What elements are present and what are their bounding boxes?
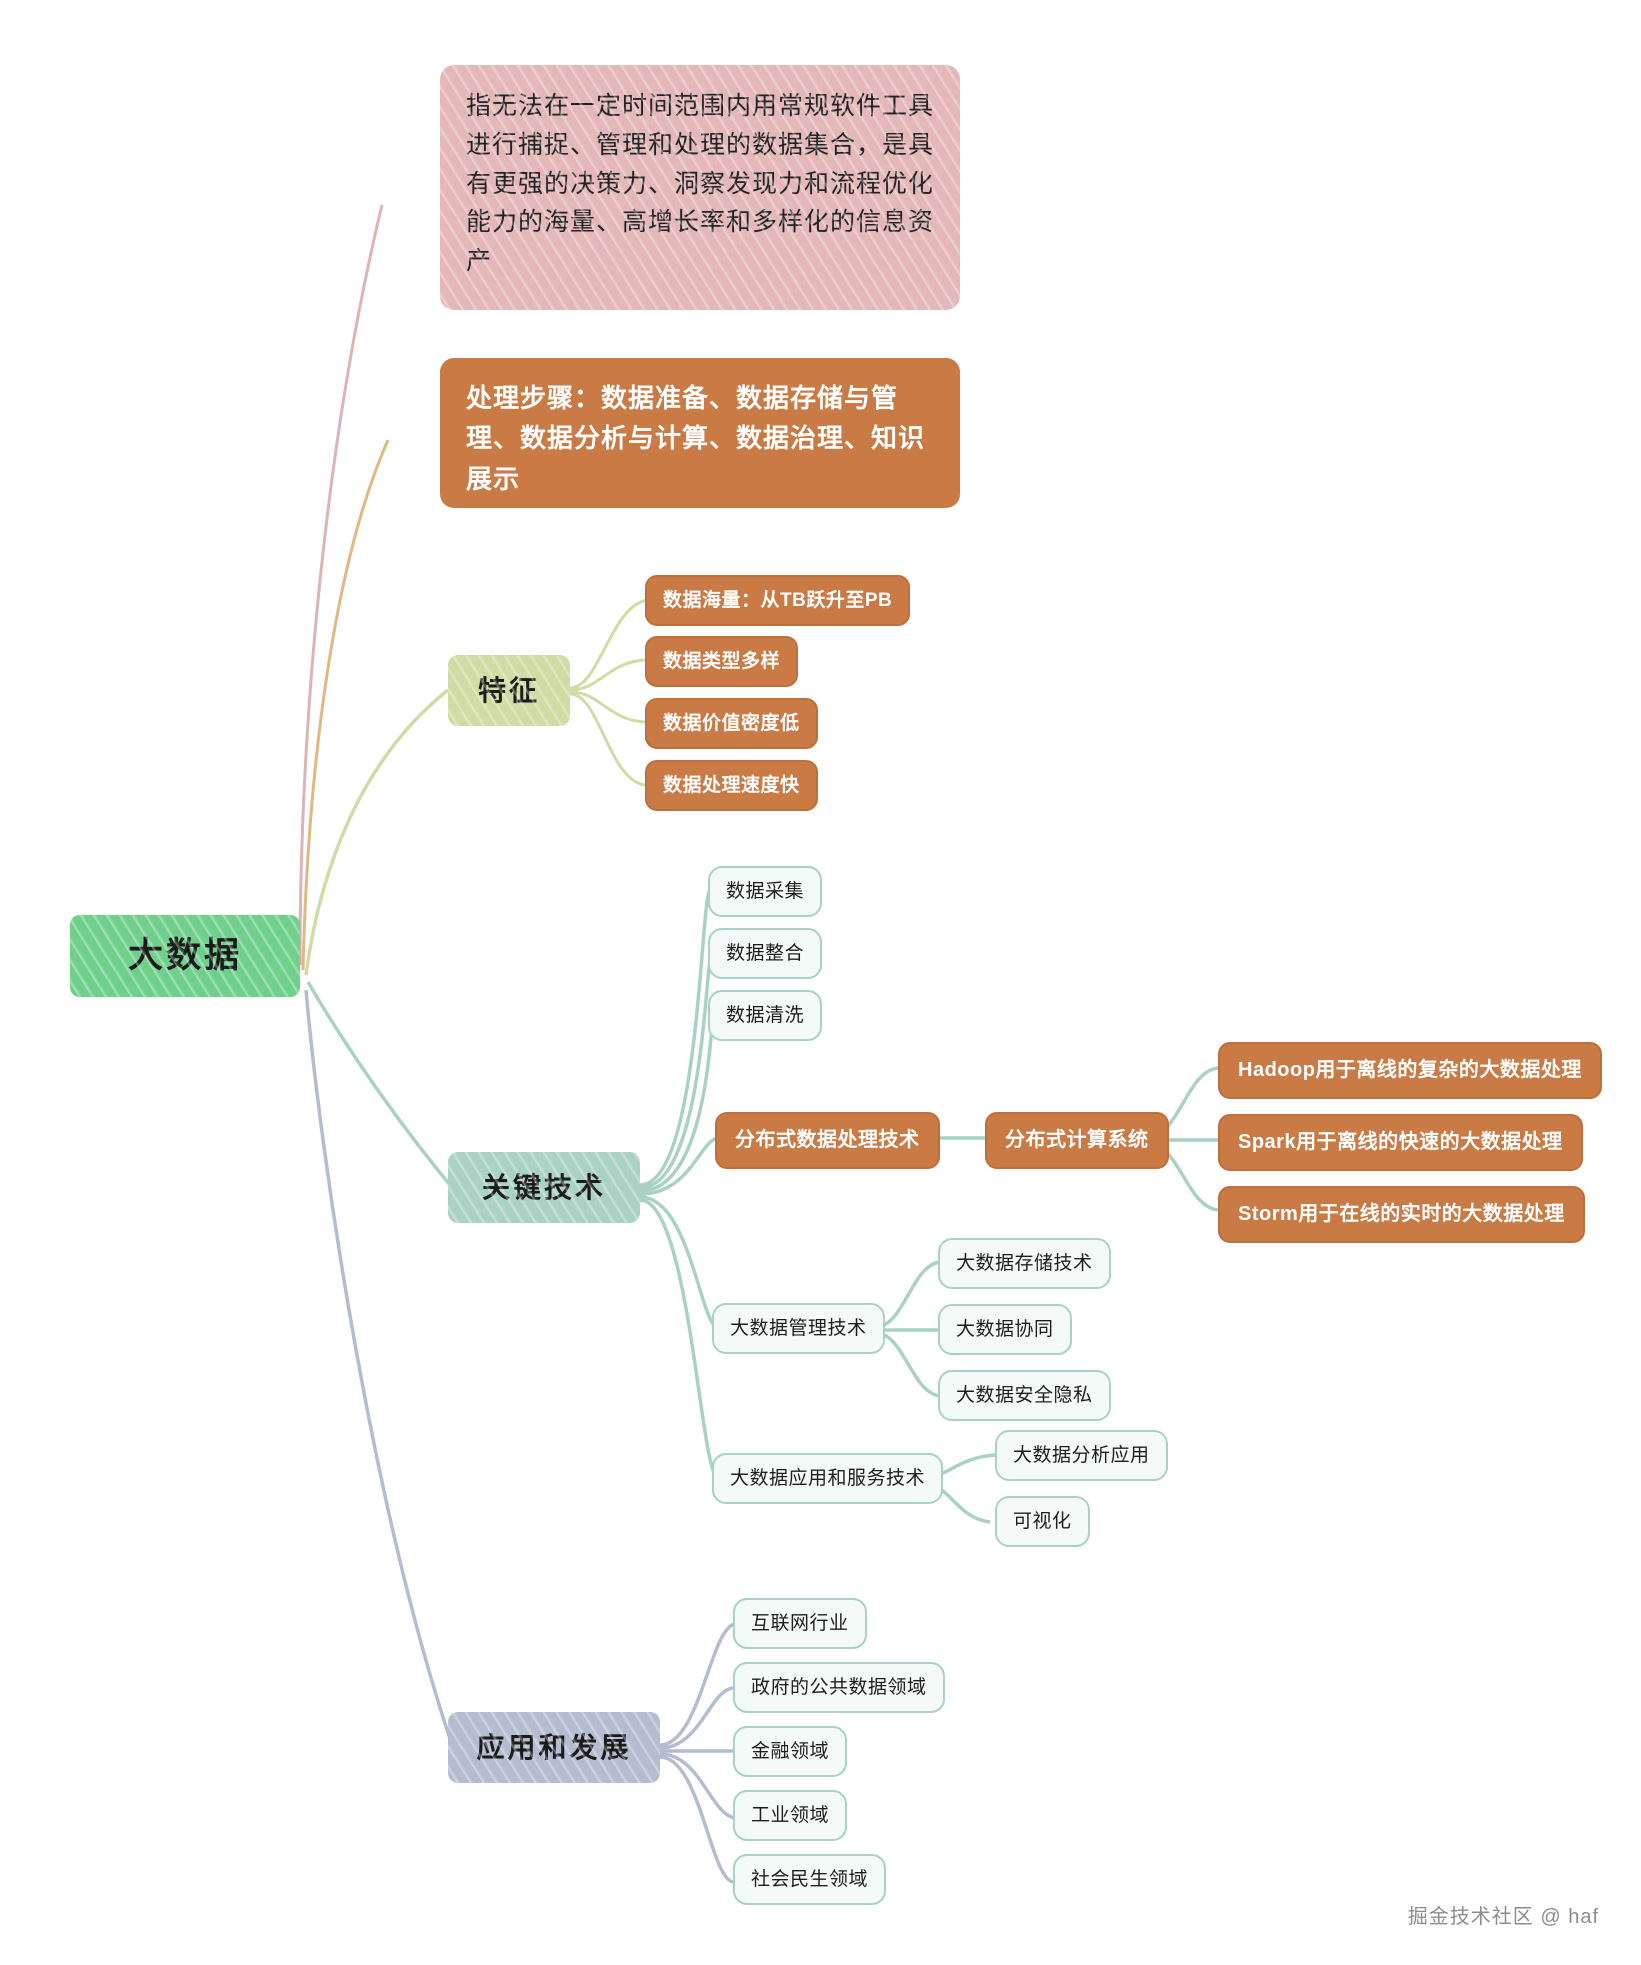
application-item-1[interactable]: 政府的公共数据领域 (733, 1662, 945, 1714)
feature-item-1[interactable]: 数据类型多样 (645, 636, 799, 688)
distributed-processing-node[interactable]: 分布式数据处理技术 (715, 1112, 940, 1169)
feature-item-2[interactable]: 数据价值密度低 (645, 698, 818, 750)
watermark-credit: 掘金技术社区 @ haf (1407, 1906, 1599, 1928)
application-item-4[interactable]: 社会民生领域 (733, 1854, 887, 1906)
application-item-2[interactable]: 金融领域 (733, 1726, 848, 1778)
branch-key-technology[interactable]: 关键技术 (448, 1152, 640, 1224)
engine-storm[interactable]: Storm用于在线的实时的大数据处理 (1218, 1186, 1585, 1243)
management-tech-child-1[interactable]: 大数据协同 (938, 1304, 1072, 1356)
management-tech-node[interactable]: 大数据管理技术 (712, 1303, 885, 1355)
management-tech-child-0[interactable]: 大数据存储技术 (938, 1238, 1111, 1290)
application-item-0[interactable]: 互联网行业 (733, 1598, 867, 1650)
application-item-3[interactable]: 工业领域 (733, 1790, 848, 1842)
application-service-child-1[interactable]: 可视化 (995, 1496, 1090, 1548)
engine-hadoop[interactable]: Hadoop用于离线的复杂的大数据处理 (1218, 1042, 1602, 1099)
feature-item-3[interactable]: 数据处理速度快 (645, 760, 818, 812)
feature-item-0[interactable]: 数据海量：从TB跃升至PB (645, 575, 911, 627)
key-tech-item-1[interactable]: 数据整合 (708, 928, 823, 980)
application-service-child-0[interactable]: 大数据分析应用 (995, 1430, 1168, 1482)
branch-features[interactable]: 特征 (448, 655, 570, 727)
branch-application-development[interactable]: 应用和发展 (448, 1712, 660, 1784)
engine-spark[interactable]: Spark用于离线的快速的大数据处理 (1218, 1114, 1583, 1171)
note-processing-steps[interactable]: 处理步骤：数据准备、数据存储与管理、数据分析与计算、数据治理、知识展示 (440, 358, 960, 508)
note-definition[interactable]: 指无法在一定时间范围内用常规软件工具进行捕捉、管理和处理的数据集合，是具有更强的… (440, 65, 960, 310)
distributed-computing-system-node[interactable]: 分布式计算系统 (985, 1112, 1169, 1169)
management-tech-child-2[interactable]: 大数据安全隐私 (938, 1370, 1111, 1422)
key-tech-item-0[interactable]: 数据采集 (708, 866, 823, 918)
key-tech-item-2[interactable]: 数据清洗 (708, 990, 823, 1042)
application-service-tech-node[interactable]: 大数据应用和服务技术 (712, 1453, 944, 1505)
root-node-big-data[interactable]: 大数据 (70, 915, 300, 998)
